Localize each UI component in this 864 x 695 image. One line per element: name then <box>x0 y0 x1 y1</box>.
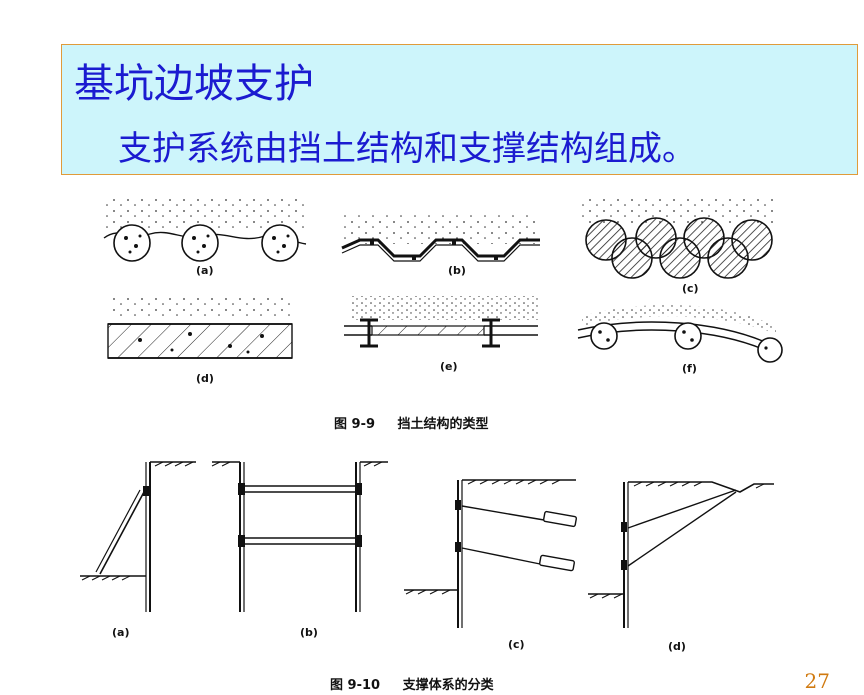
fig9-9-a-diagram <box>103 198 307 262</box>
fig9-10-c-diagram <box>404 479 578 628</box>
fig9-9-e-diagram <box>344 296 538 348</box>
fig9-10-b-diagram <box>211 461 388 612</box>
fig9-10-caption: 图 9-10 支撑体系的分类 <box>330 674 494 693</box>
fig9-10-caption-num: 图 9-10 <box>330 678 381 693</box>
title-box: 基坑边坡支护 支护系统由挡土结构和支撑结构组成。 <box>61 44 858 175</box>
fig9-10-label-d: (d) <box>668 640 686 653</box>
fig9-9-label-f: (f) <box>682 362 697 375</box>
fig9-9-d-diagram <box>107 296 293 359</box>
fig9-10-caption-text: 支撑体系的分类 <box>402 678 494 693</box>
fig9-9-label-e: (e) <box>440 360 458 373</box>
fig9-9-label-c: (c) <box>682 282 699 295</box>
fig9-10-label-c: (c) <box>508 638 525 651</box>
fig9-9-c-diagram <box>582 198 774 279</box>
fig9-10-label-a: (a) <box>112 626 130 639</box>
page-subtitle: 支护系统由挡土结构和支撑结构组成。 <box>118 129 696 169</box>
fig9-9-label-b: (b) <box>448 264 466 277</box>
fig9-9-label-a: (a) <box>196 264 214 277</box>
page-title: 基坑边坡支护 <box>74 61 314 107</box>
page-number: 27 <box>804 669 830 693</box>
fig9-9-caption: 图 9-9 挡土结构的类型 <box>334 413 489 432</box>
fig9-10-label-b: (b) <box>300 626 318 639</box>
fig9-9-caption-num: 图 9-9 <box>334 417 376 432</box>
fig9-9-b-diagram <box>340 212 540 262</box>
fig9-10-a-diagram <box>80 461 196 612</box>
fig9-9-f-diagram <box>577 305 783 363</box>
fig9-10-d-diagram <box>588 481 774 628</box>
fig9-9-caption-text: 挡土结构的类型 <box>397 417 489 432</box>
fig9-9-label-d: (d) <box>196 372 214 385</box>
